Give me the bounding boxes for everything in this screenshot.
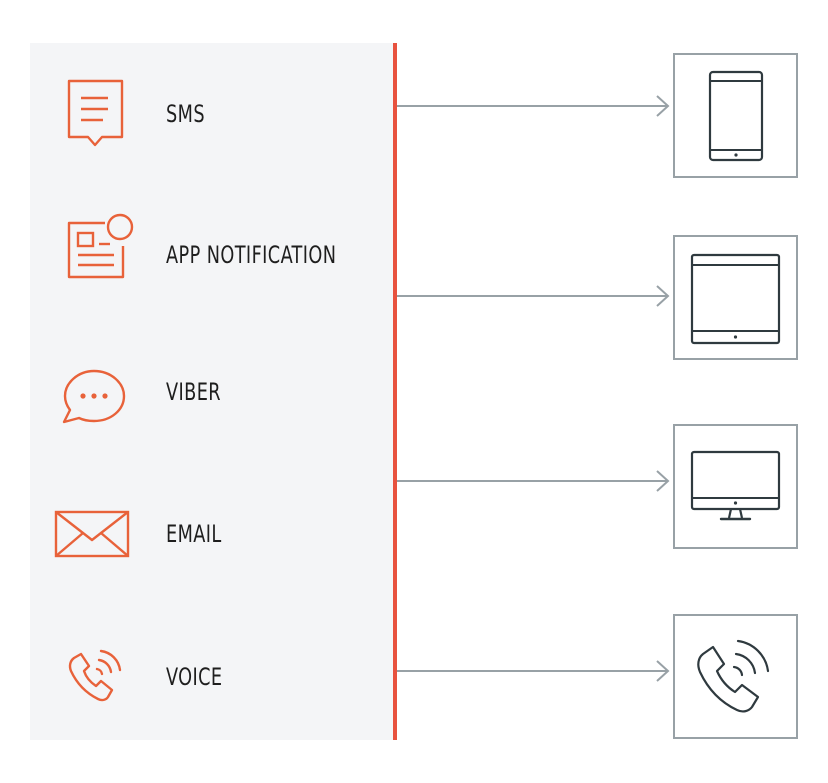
device-box-smartphone [673, 53, 798, 178]
phone-handset-icon [697, 639, 770, 713]
connector-arrow-1 [397, 95, 670, 117]
device-box-desktop [673, 424, 798, 549]
app-notification-icon [67, 213, 134, 279]
channel-label-viber: VIBER [166, 378, 222, 406]
phone-call-icon [68, 649, 122, 702]
channel-label-sms: SMS [166, 100, 206, 128]
channel-label-voice: VOICE [166, 663, 223, 691]
channel-label-email: EMAIL [166, 520, 222, 548]
tablet-icon [690, 253, 781, 345]
channel-panel [30, 43, 395, 740]
envelope-icon [54, 510, 130, 558]
connector-arrow-2 [397, 285, 670, 307]
channel-label-app-notification: APP NOTIFICATION [166, 241, 337, 269]
device-box-phone [673, 614, 798, 739]
desktop-monitor-icon [690, 450, 781, 521]
sms-message-icon [67, 79, 124, 147]
connector-arrow-3 [397, 470, 670, 492]
connector-arrow-4 [397, 660, 670, 682]
smartphone-icon [708, 70, 764, 162]
divider-line [393, 43, 397, 740]
device-box-tablet [673, 235, 798, 360]
chat-bubble-icon [62, 369, 126, 424]
